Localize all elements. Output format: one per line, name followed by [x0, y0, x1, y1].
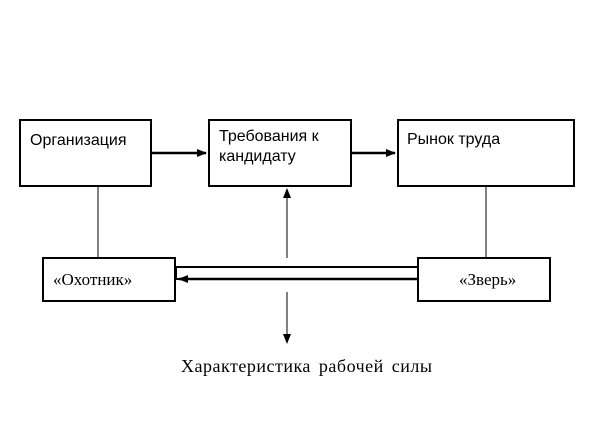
- double-line-beast-to-hunter: [175, 266, 431, 280]
- hunter-box: «Охотник»: [42, 257, 176, 302]
- hunter-label: «Охотник»: [53, 270, 133, 289]
- beast-box: «Зверь»: [417, 257, 551, 302]
- labor-market-label: Рынок труда: [407, 131, 501, 148]
- organization-label: Организация: [30, 132, 127, 149]
- requirements-label: Требования к кандидату: [219, 128, 319, 165]
- workforce-characteristics-caption: Характеристика рабочей силы: [181, 356, 433, 376]
- beast-label: «Зверь»: [459, 270, 517, 289]
- labor-market-box: Рынок труда: [397, 119, 575, 187]
- requirements-box: Требования к кандидату: [208, 119, 352, 187]
- organization-box: Организация: [19, 119, 152, 187]
